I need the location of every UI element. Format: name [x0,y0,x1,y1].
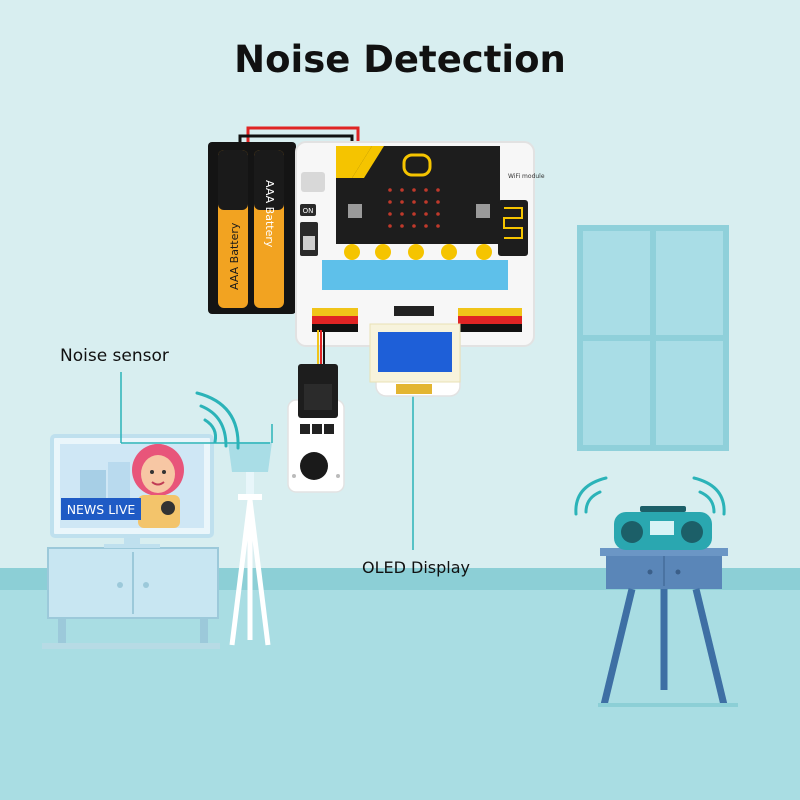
pointer-lines [120,372,414,550]
page-title: Noise Detection [234,38,566,81]
expansion-board: WiFi module ON [295,141,545,347]
boombox-sound-waves [574,476,726,516]
sensor-cable [317,330,325,370]
television: NEWS LIVE [50,434,214,548]
news-badge [61,498,141,520]
tv-sound-waves [195,391,240,450]
noise-sensor-label: Noise sensor [60,346,169,366]
window [577,225,729,451]
battery-holder: AAA Battery AAA Battery [208,126,360,314]
boombox [614,506,712,550]
side-table [598,548,738,707]
battery-label-right: AAA Battery [263,180,276,248]
floor [0,590,800,800]
wifi-module-text: WiFi module [508,173,545,180]
tv-cabinet [42,547,220,649]
noise-sensor-module [287,364,345,493]
floor-lamp [228,442,272,646]
news-badge-text: NEWS LIVE [67,502,136,517]
oled-display-label: OLED Display [362,558,470,577]
switch-label: ON [303,207,314,215]
battery-label-left: AAA Battery [228,222,241,290]
oled-display [369,323,461,397]
